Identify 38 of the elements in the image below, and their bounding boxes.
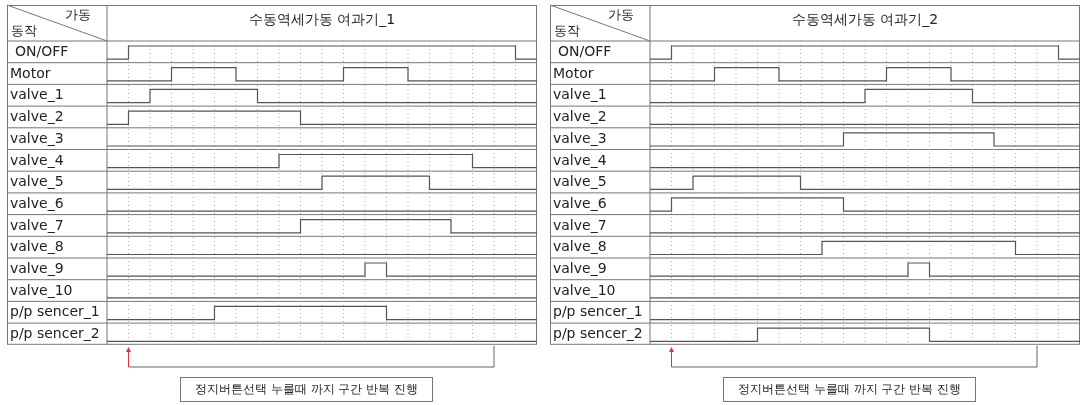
note-box: 정지버튼선택 누를때 까지 구간 반복 진행 [723,377,977,402]
signal-name: valve_2 [553,107,607,127]
signal-name: valve_8 [553,237,607,257]
signal-name: valve_10 [553,280,616,300]
signal-name: valve_6 [553,193,607,213]
column-header: 가동 [608,6,634,24]
signal-name: Motor [553,63,594,83]
signal-name: valve_4 [553,150,607,170]
signal-name: valve_5 [553,172,607,192]
row-header: 동작 [554,22,580,40]
timing-table [550,5,1080,345]
signal-name: valve_10 [10,280,73,300]
table-title: 수동역세가동 여과기_2 [791,10,939,29]
signal-name: valve_2 [10,107,64,127]
table-title: 수동역세가동 여과기_1 [248,10,396,29]
signal-name: ON/OFF [15,42,69,61]
signal-name: Motor [10,63,51,83]
signal-name: valve_9 [10,259,64,278]
signal-name: valve_3 [10,128,64,148]
signal-name: p/p sencer_1 [553,302,643,322]
signal-name: ON/OFF [558,42,612,61]
signal-name: valve_9 [553,259,607,278]
signal-name: p/p sencer_2 [553,324,643,344]
signal-name: valve_6 [10,193,64,213]
signal-name: valve_1 [553,85,607,105]
signal-name: valve_7 [10,215,64,235]
signal-name: valve_5 [10,172,64,192]
signal-name: valve_1 [10,85,64,105]
signal-name: valve_3 [553,128,607,148]
row-header: 동작 [11,22,37,40]
signal-name: p/p sencer_1 [10,302,100,322]
column-header: 가동 [65,6,91,24]
signal-name: valve_7 [553,215,607,235]
signal-name: p/p sencer_2 [10,324,100,344]
signal-name: valve_4 [10,150,64,170]
timing-table [7,5,537,345]
signal-name: valve_8 [10,237,64,257]
note-box: 정지버튼선택 누를때 까지 구간 반복 진행 [180,377,434,402]
